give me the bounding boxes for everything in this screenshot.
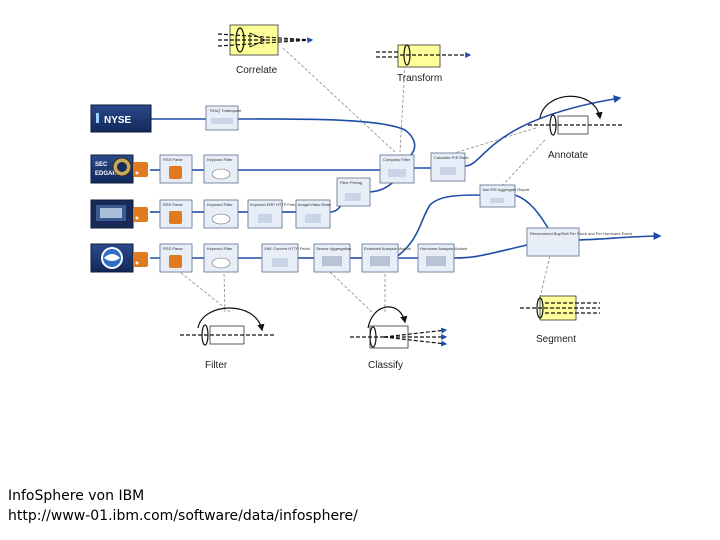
svg-text:XML Convert HTTP Fetch: XML Convert HTTP Fetch [264,246,310,251]
filter-icon [211,257,231,269]
nyse-label: NYSE [104,115,132,126]
filter-icon [211,213,231,225]
svg-text:Keyword Filter: Keyword Filter [207,246,233,251]
rss-icon [169,211,182,224]
node-keyword-filter-1: Keyword Filter [203,154,239,184]
node-trade-quote: TRAQ Tradequote [205,105,242,131]
svg-text:Image/Video Ratio: Image/Video Ratio [298,202,332,207]
node-filter-pricing: Filter Pricing [336,177,371,207]
node-hurricane-analysis: Hurricane Analysis Module [417,243,468,273]
svg-text:RSS Parse: RSS Parse [163,246,184,251]
svg-text:Keyword Filter: Keyword Filter [207,157,233,162]
rss-feed-icon [133,207,148,222]
processing-nodes: TRAQ Tradequote RSS Parse Keyword Filter… [159,105,633,273]
rss-icon [169,255,182,268]
pattern-classify: Classify [350,306,448,371]
transform-label: Transform [397,73,442,84]
pattern-segment: Segment [520,295,600,345]
source-sec-edgar: SEC EDGAR [90,154,148,184]
rss-icon [169,166,182,179]
svg-text:Extended Analysis Module: Extended Analysis Module [364,246,412,251]
node-recommend-report: Recommend Buy/Sell Per Stock and Per Hur… [526,227,633,257]
node-http-fetch-1: Keyword ERP HTTP Fetch [247,199,297,229]
svg-text:Join P/E Aggregate Report: Join P/E Aggregate Report [482,187,530,192]
svg-text:Calculate P/E Ratio: Calculate P/E Ratio [434,155,469,160]
node-join-pe: Join P/E Aggregate Report [479,184,530,208]
segment-label: Segment [536,334,576,345]
svg-text:RSS Parse: RSS Parse [163,202,184,207]
node-rss-parse-2: RSS Parse [159,199,193,229]
filter-icon [211,168,231,180]
svg-text:Keyword ERP HTTP Fetch: Keyword ERP HTTP Fetch [250,202,297,207]
node-company-filter: Company Filter [379,154,415,184]
svg-text:Keyword Filter: Keyword Filter [207,202,233,207]
classify-label: Classify [368,360,403,371]
pattern-filter: Filter [180,307,275,371]
caption-title: InfoSphere von IBM [8,488,145,504]
source-noaa [90,243,148,273]
node-extended-analysis: Extended Analysis Module [361,243,412,273]
rss-feed-icon [133,162,148,177]
pattern-annotate: Annotate [528,95,622,161]
pattern-correlate: Correlate [217,24,314,76]
annotate-label: Annotate [548,150,588,161]
svg-text:RSS Parse: RSS Parse [163,157,184,162]
rss-feed-icon [133,252,148,267]
correlate-label: Correlate [236,65,278,76]
filter-label: Filter [205,360,228,371]
svg-text:Filter Pricing: Filter Pricing [340,180,362,185]
edgar-label: EDGAR [95,171,117,177]
node-keyword-filter-3: Keyword Filter [203,243,239,273]
caption-url[interactable]: http://www-01.ibm.com/software/data/info… [8,508,358,524]
source-nyse: NYSE [90,104,152,133]
svg-text:Company Filter: Company Filter [383,157,411,162]
node-calculate-pe: Calculate P/E Ratio [430,152,469,182]
svg-text:TRAQ Tradequote: TRAQ Tradequote [209,108,242,113]
node-keyword-filter-2: Keyword Filter [203,199,239,229]
node-http-fetch-2: XML Convert HTTP Fetch [261,243,310,273]
node-rss-parse-3: RSS Parse [159,243,193,273]
node-rss-parse-1: RSS Parse [159,154,193,184]
svg-text:Hurricane Analysis Module: Hurricane Analysis Module [420,246,468,251]
svg-text:Recommend Buy/Sell Per Stock a: Recommend Buy/Sell Per Stock and Per Hur… [530,231,633,236]
sec-label: SEC [95,162,108,168]
source-satellite [90,199,148,229]
node-image-video: Image/Video Ratio [295,199,332,229]
pattern-transform: Transform [376,44,472,84]
svg-text:Sensor Aggregation: Sensor Aggregation [316,246,351,251]
dashed-connectors [179,47,551,313]
node-sensor-aggregation: Sensor Aggregation [313,243,351,273]
